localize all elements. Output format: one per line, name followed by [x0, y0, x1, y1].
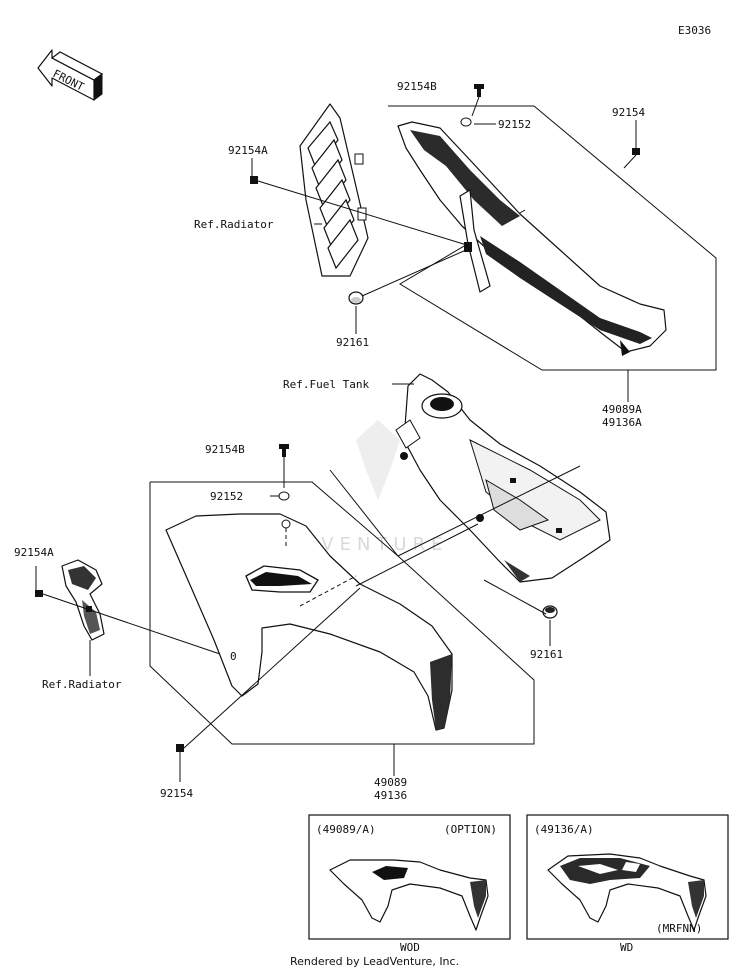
bolt-92154b-lower-icon: [279, 444, 289, 457]
leaders-top: [251, 96, 637, 402]
callout-ref-fuel-tank: Ref.Fuel Tank: [283, 378, 369, 391]
radiator-shroud-lower: 0: [165, 513, 453, 731]
variant-parts-wd: (49136/A): [534, 823, 594, 836]
variant-tag-mrfnn: (MRFNN): [656, 922, 702, 935]
callout-49089a: 49089A: [602, 403, 642, 416]
variant-box-wd: (49136/A) (MRFNN) WD: [526, 814, 729, 954]
grommet-92161-lower-icon: [542, 605, 558, 619]
callout-92154-top: 92154: [612, 106, 645, 119]
bolt-92154-lower-icon: [176, 744, 184, 752]
diagram-code: E3036: [678, 24, 711, 37]
callout-49089: 49089: [374, 776, 407, 789]
shroud-mark: 0: [230, 650, 237, 663]
callout-49136: 49136: [374, 789, 407, 802]
assembly-frame-lower: [150, 465, 581, 557]
fuel-tank: [395, 373, 611, 583]
callout-49136a: 49136A: [602, 416, 642, 429]
leaders-lower: [35, 457, 551, 782]
radiator-guard-top: [299, 103, 369, 277]
variant-caption-wod: WOD: [400, 941, 420, 954]
callout-92161-top: 92161: [336, 336, 369, 349]
callout-92152-lower: 92152: [210, 490, 243, 503]
bolt-92154a-lower-icon: [35, 590, 43, 597]
callout-92154-lower: 92154: [160, 787, 193, 800]
variant-parts-wod: (49089/A): [316, 823, 376, 836]
callout-92154b-lower: 92154B: [205, 443, 245, 456]
callout-92154b-top: 92154B: [397, 80, 437, 93]
callout-92161-lower: 92161: [530, 648, 563, 661]
assembly-frame-lower-2: [149, 482, 535, 745]
variant-box-wod: (49089/A) (OPTION) WOD: [308, 814, 511, 954]
radiator-shroud-top: [397, 121, 667, 356]
bolt-92154a-top-icon: [250, 176, 258, 184]
bolt-92154-top-icon: [632, 148, 640, 155]
grommet-92161-top-icon: [348, 291, 364, 305]
callout-ref-radiator-lower: Ref.Radiator: [42, 678, 122, 691]
variant-tag-option: (OPTION): [444, 823, 497, 836]
radiator-guard-lower: [61, 559, 105, 641]
variant-caption-wd: WD: [620, 941, 633, 954]
bolt-92154b-top-icon: [474, 84, 484, 97]
callout-92152-top: 92152: [498, 118, 531, 131]
callout-ref-radiator-top: Ref.Radiator: [194, 218, 274, 231]
callout-92154a-top: 92154A: [228, 144, 268, 157]
collar-92152-lower-icon: [278, 491, 290, 501]
footer-credit: Rendered by LeadVenture, Inc.: [290, 955, 459, 968]
callout-92154a-lower: 92154A: [14, 546, 54, 559]
collar-92152-top-icon: [460, 117, 472, 127]
front-arrow-icon: FRONT: [37, 49, 104, 101]
assembly-frame-top: [388, 105, 717, 371]
